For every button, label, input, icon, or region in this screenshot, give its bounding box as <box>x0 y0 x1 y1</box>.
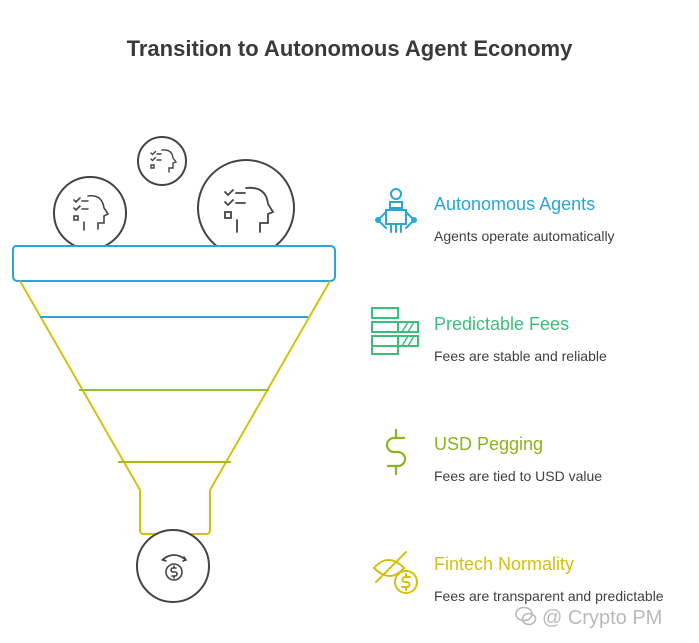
item-autonomous-agents: Autonomous Agents Agents operate automat… <box>370 186 690 266</box>
funnel <box>12 245 336 535</box>
item-label: Fintech Normality <box>434 554 575 574</box>
item-fintech-normality: Fintech Normality Fees are transparent a… <box>370 546 690 626</box>
item-description: Fees are tied to USD value <box>434 468 603 484</box>
dollar-cycle-icon <box>161 554 188 581</box>
item-label: Predictable Fees <box>434 314 570 334</box>
checklist-head-icon <box>224 186 275 233</box>
agent-circle-right <box>197 159 295 257</box>
dollar-icon <box>385 428 407 476</box>
bars-chart-icon <box>371 307 419 355</box>
page-title: Transition to Autonomous Agent Economy <box>126 36 573 61</box>
watermark: @ Crypto PM <box>514 604 662 630</box>
item-usd-pegging: USD Pegging Fees are tied to USD value <box>370 426 690 506</box>
outcome-circle <box>136 529 210 603</box>
item-label: USD Pegging <box>434 434 544 454</box>
item-description: Agents operate automatically <box>434 228 615 244</box>
item-description: Fees are stable and reliable <box>434 348 607 364</box>
item-predictable-fees: Predictable Fees Fees are stable and rel… <box>370 306 690 386</box>
checklist-head-icon <box>73 194 110 231</box>
wechat-icon <box>515 606 537 626</box>
robot-icon <box>375 188 417 233</box>
eye-dollar-icon <box>372 551 418 594</box>
agent-circle-small <box>137 136 187 186</box>
item-label: Autonomous Agents <box>434 194 596 214</box>
item-description: Fees are transparent and predictable <box>434 588 664 604</box>
watermark-text: @ Crypto PM <box>542 607 663 629</box>
agent-circle-left <box>53 176 127 250</box>
checklist-head-icon <box>150 149 178 173</box>
